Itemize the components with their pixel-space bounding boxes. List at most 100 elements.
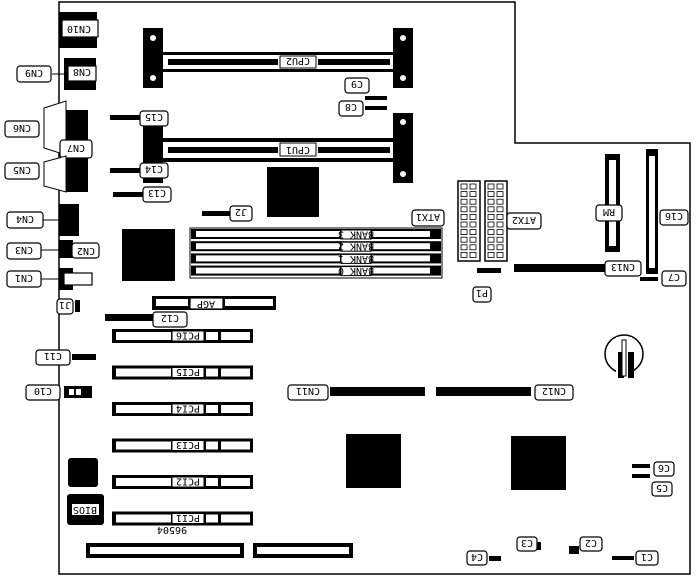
c7-label: C7 — [668, 271, 680, 282]
agp-slot: AGP — [152, 296, 276, 310]
rm-connector: RM — [595, 154, 623, 252]
cn4-connector: CN4 — [6, 204, 79, 236]
c6-label: C6 — [658, 462, 670, 473]
cn3-label: CN3 — [15, 244, 33, 255]
cn7-label: CN7 — [67, 142, 85, 153]
memory-bank0: BANK 0 — [191, 265, 441, 277]
board-outline — [58, 1, 691, 575]
pci2-slot: PCI2 — [112, 475, 253, 489]
cn12-label: CN12 — [542, 385, 566, 396]
c7-jumper: C7 — [640, 270, 687, 287]
battery — [604, 334, 644, 381]
cn1-connector: CN1 — [6, 268, 93, 290]
small-chip — [68, 458, 98, 487]
cpu2-slot: CPU2 — [143, 28, 413, 88]
atx2-pins — [487, 183, 504, 258]
bank3-label: BANK 3 — [338, 229, 374, 240]
c15-label: C15 — [145, 111, 163, 122]
p1-connector: P1 — [472, 268, 501, 303]
bios-label: BIOS — [73, 504, 97, 515]
memory-bank3: BANK 3 — [191, 229, 441, 240]
c6-jumper: C6 — [632, 461, 675, 478]
cn9-callout: CN9 — [16, 65, 66, 83]
c9-label: C9 — [351, 78, 363, 89]
cn10-label: CN10 — [67, 23, 91, 34]
p1-label: P1 — [476, 287, 488, 298]
cpu2-label: CPU2 — [286, 55, 310, 66]
cn6-connector: CN6 — [4, 100, 67, 156]
cn13-label: CN13 — [611, 261, 635, 272]
bank0-label: BANK 0 — [338, 265, 374, 276]
pci4-label: PCI4 — [176, 403, 200, 414]
cn8-connector: CN8 — [64, 58, 97, 90]
agp-label: AGP — [197, 298, 215, 309]
cn1-label: CN1 — [15, 272, 33, 283]
serial-number: 96504 — [157, 524, 187, 535]
chip-center — [346, 434, 401, 488]
c5-label: C5 — [656, 482, 668, 493]
pci1-label: PCI1 — [176, 512, 200, 523]
bios-chip: BIOS — [67, 494, 104, 525]
c13-jumper: C13 — [113, 186, 172, 203]
cn2-label: CN2 — [77, 245, 95, 256]
c14-jumper: C14 — [110, 162, 169, 179]
chipset-chip-top — [267, 167, 319, 217]
chipset-chip-left — [122, 229, 175, 281]
c16-label: C16 — [665, 210, 683, 221]
c2-jumper: C2 — [569, 536, 603, 554]
cn4-label: CN4 — [16, 213, 34, 224]
j2-jumper: J2 — [202, 205, 253, 222]
c5-jumper: C5 — [651, 481, 673, 497]
atx2-label: ATX2 — [512, 214, 536, 225]
c13-label: C13 — [148, 187, 166, 198]
c10-label: C10 — [34, 385, 52, 396]
j1-label: J1 — [59, 299, 71, 310]
c3-label: C3 — [521, 537, 533, 548]
pci3-slot: PCI3 — [112, 438, 253, 453]
cn10-connector: CN10 — [59, 12, 99, 48]
pci4-slot: PCI4 — [112, 402, 253, 416]
chip-right — [511, 436, 566, 490]
c8-label: C8 — [345, 101, 357, 112]
cpu1-label: CPU1 — [286, 144, 310, 155]
cn5-label: CN5 — [13, 164, 31, 175]
cn13-connector: CN13 — [514, 260, 642, 277]
cn12-connector: CN12 — [436, 384, 574, 401]
c4-jumper: C4 — [466, 550, 501, 566]
atx1-pins — [460, 183, 477, 258]
bank1-label: BANK 1 — [338, 253, 374, 264]
c12-jumper: C12 — [105, 311, 188, 328]
c12-label: C12 — [161, 312, 179, 323]
memory-bank1: BANK 1 — [191, 253, 441, 264]
pci1-slot: PCI1 — [112, 511, 253, 526]
c1-label: C1 — [641, 551, 653, 562]
j1-jumper: J1 — [56, 298, 80, 315]
rm-label: RM — [603, 206, 615, 217]
cn3-cn2-connector: CN3 CN2 — [6, 240, 100, 260]
pci2-label: PCI2 — [176, 476, 200, 487]
c16-connector: C16 — [646, 149, 689, 274]
c14-label: C14 — [145, 163, 163, 174]
memory-banks — [189, 227, 443, 279]
c8-jumper: C8 — [338, 100, 387, 117]
pci5-label: PCI5 — [176, 366, 200, 377]
cn7-connector: CN7 — [59, 110, 93, 192]
c3-jumper: C3 — [516, 536, 541, 552]
memory-bank2: BANK 2 — [191, 241, 441, 252]
bank2-label: BANK 2 — [338, 241, 374, 252]
pci6-slot: PCI6 — [112, 329, 253, 343]
cn5-connector: CN5 — [4, 155, 67, 193]
cn11-label: CN11 — [296, 385, 320, 396]
cn6-label: CN6 — [13, 122, 31, 133]
c10-jumper: C10 — [25, 384, 92, 401]
c11-jumper: C11 — [35, 349, 96, 366]
pci5-slot: PCI5 — [112, 365, 253, 380]
pci6-label: PCI6 — [176, 330, 200, 341]
j2-label: J2 — [235, 206, 247, 217]
c11-label: C11 — [44, 350, 62, 361]
cn11-connector: CN11 — [287, 384, 425, 401]
c9-jumper: C9 — [344, 77, 387, 100]
atx1-label: ATX1 — [416, 211, 440, 222]
pci3-label: PCI3 — [176, 439, 200, 450]
